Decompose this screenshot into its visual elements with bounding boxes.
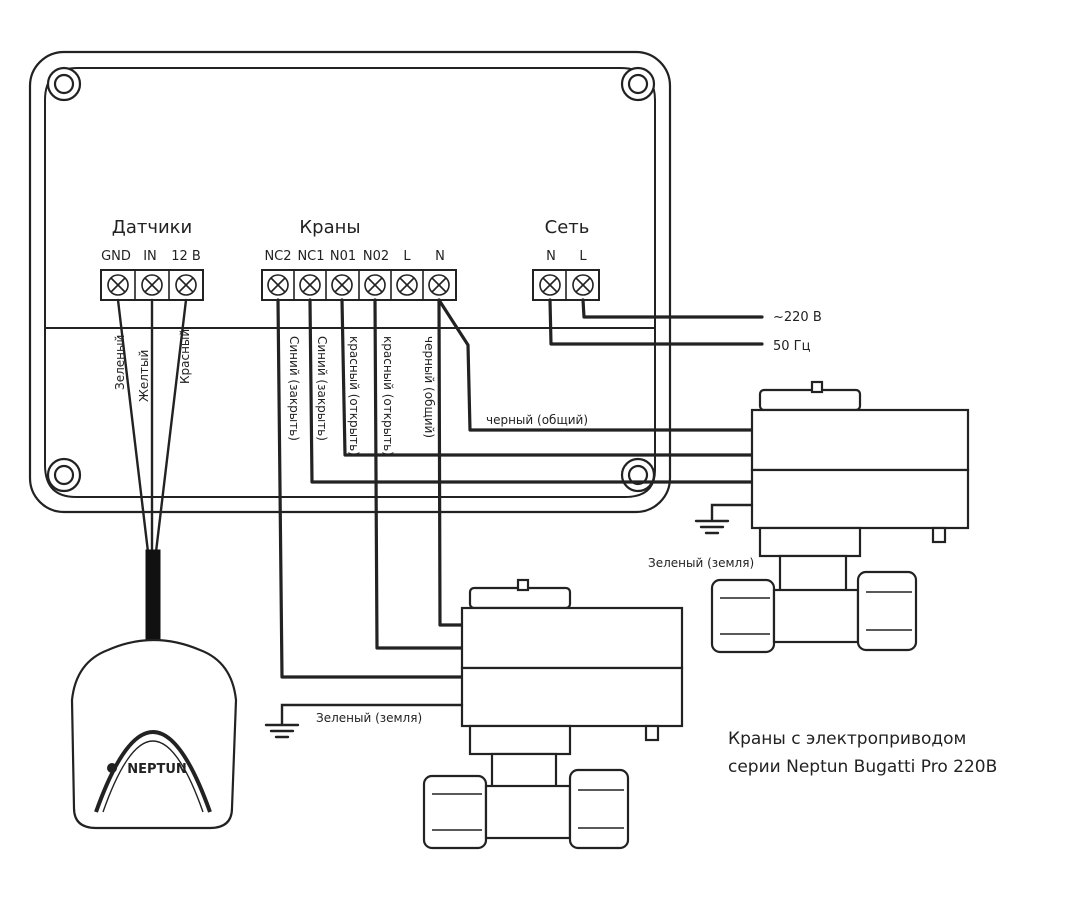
terminal-label-mains-l: L: [579, 249, 587, 264]
terminal-label-12v: 12 В: [171, 249, 201, 264]
wire-label-yellow: Желтый: [137, 350, 151, 402]
mains-frequency-label: 50 Гц: [773, 339, 811, 354]
valve-actuator-1: [710, 380, 970, 654]
ground-icon: [694, 503, 754, 535]
mains-voltage-label: ~220 В: [773, 310, 822, 325]
screw-icon: [175, 274, 197, 296]
mount-hole-bottom-left: [46, 457, 82, 493]
wire-label-black-common: черный (общий): [486, 413, 588, 427]
screw-icon: [572, 274, 594, 296]
terminal-block-mains: [532, 269, 600, 301]
wire-label-nc1: Синий (закрыть): [315, 336, 329, 441]
wire-label-red: Красный: [178, 329, 192, 384]
terminal-label-l: L: [403, 249, 411, 264]
terminal-label-n02: N02: [363, 249, 389, 264]
terminal-label-n: N: [435, 249, 445, 264]
neptun-logo-icon: [107, 763, 117, 773]
group-title-valves: Краны: [299, 217, 360, 238]
screw-icon: [141, 274, 163, 296]
terminal-label-mains-n: N: [546, 249, 556, 264]
screw-icon: [396, 274, 418, 296]
valve-wiring: [276, 298, 764, 679]
group-title-sensors: Датчики: [112, 217, 192, 238]
wire-label-n01: красный (открыть): [347, 336, 361, 456]
caption-line-2: серии Neptun Bugatti Pro 220В: [728, 757, 997, 777]
ground-icon: [264, 703, 464, 739]
mount-hole-bottom-right: [620, 457, 656, 493]
sensor-logo-text: NEPTUN: [127, 762, 187, 777]
terminal-label-in: IN: [143, 249, 157, 264]
ground-label-1: Зеленый (земля): [648, 556, 754, 570]
terminal-label-gnd: GND: [101, 249, 131, 264]
terminal-block-sensors: [100, 269, 204, 301]
terminal-block-valves: [261, 269, 457, 301]
leak-sensor: NEPTUN: [70, 638, 238, 830]
ground-label-2: Зеленый (земля): [316, 711, 422, 725]
screw-icon: [364, 274, 386, 296]
screw-icon: [331, 274, 353, 296]
mount-hole-top-right: [620, 66, 656, 102]
terminal-label-nc2: NC2: [264, 249, 291, 264]
screw-icon: [299, 274, 321, 296]
mount-hole-top-left: [46, 66, 82, 102]
valve-actuator-2: [422, 578, 684, 850]
wire-label-n02: красный (открыть): [381, 336, 395, 456]
group-title-mains: Сеть: [545, 217, 590, 238]
screw-icon: [539, 274, 561, 296]
screw-icon: [428, 274, 450, 296]
wire-label-nc2: Синий (закрыть): [287, 336, 301, 441]
terminal-label-nc1: NC1: [297, 249, 324, 264]
screw-icon: [107, 274, 129, 296]
wire-label-green: Зеленый: [113, 335, 127, 390]
caption-line-1: Краны с электроприводом: [728, 729, 966, 749]
sensor-cable: [116, 298, 188, 651]
wire-label-n: черный (общий): [422, 336, 436, 438]
screw-icon: [267, 274, 289, 296]
terminal-label-n01: N01: [330, 249, 356, 264]
